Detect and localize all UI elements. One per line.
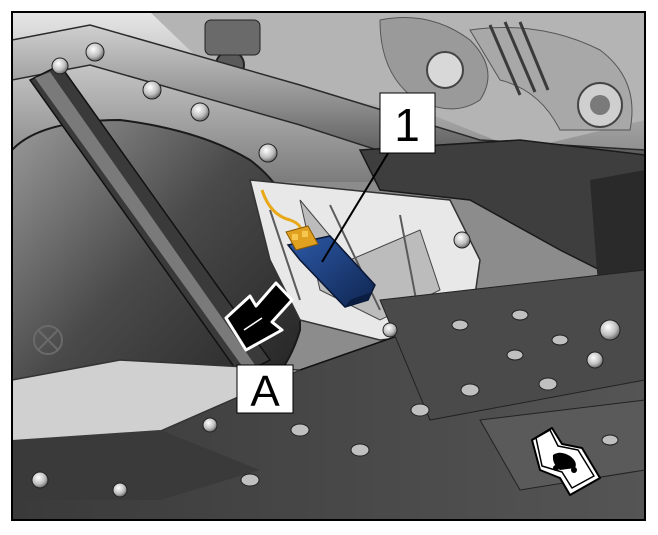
chassis-illustration [12,12,645,520]
callout-number: 1 [394,99,420,151]
callout-1: 1 [379,92,436,154]
view-label: A [250,367,280,416]
figure-border [11,11,646,521]
bolts [31,42,621,498]
view-direction-arrow-icon [224,281,294,352]
view-label-a: A [236,364,294,416]
vehicle-forward-orientation-icon [531,427,601,496]
sensor-module [285,225,376,308]
callout-leader-line [321,149,391,263]
